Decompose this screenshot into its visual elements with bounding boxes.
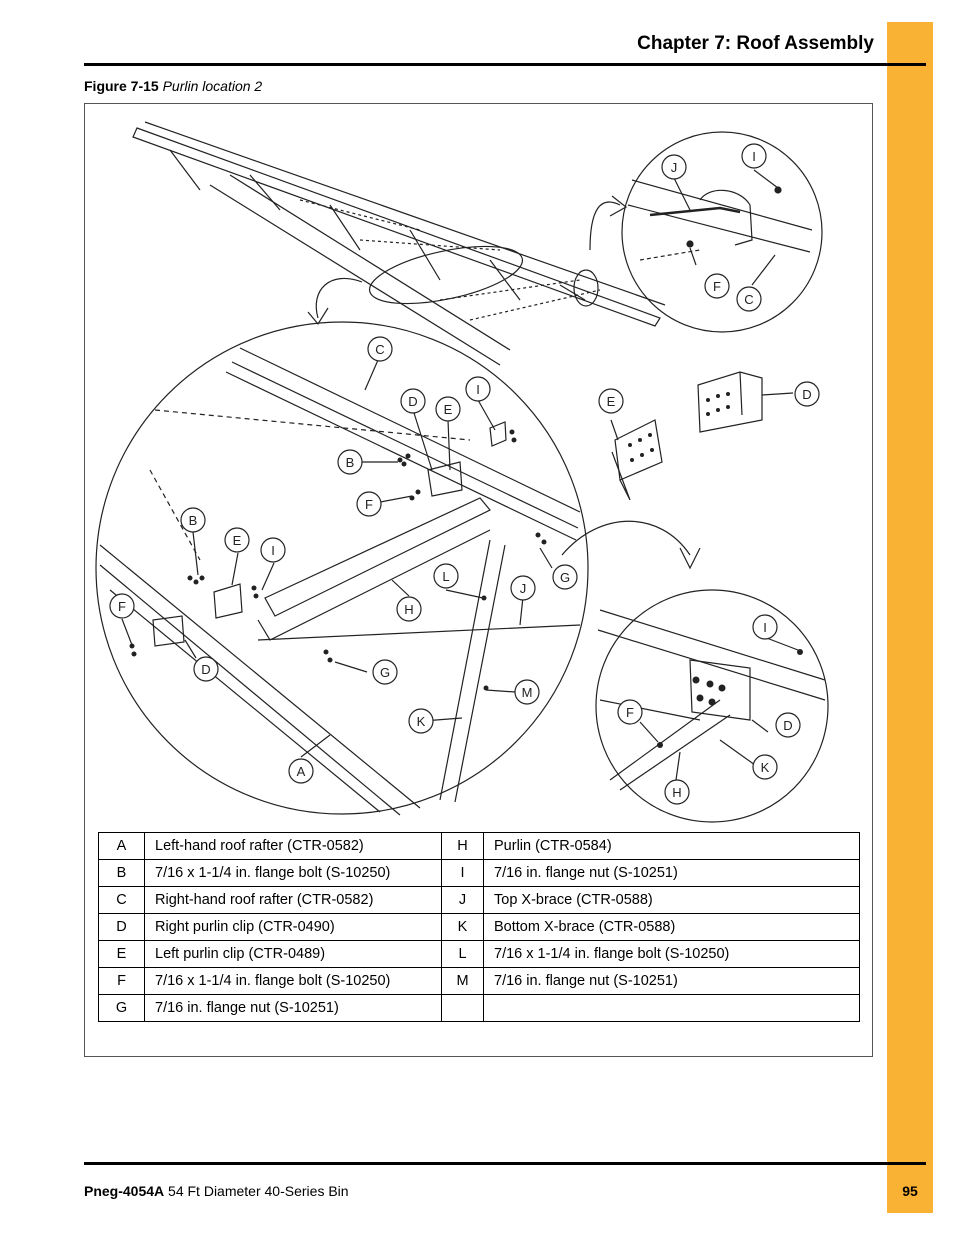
svg-text:J: J — [520, 581, 527, 596]
legend-key: B — [98, 859, 145, 887]
svg-text:L: L — [442, 569, 449, 584]
table-row: G 7/16 in. flange nut (S-10251) — [98, 994, 860, 1022]
legend-description: Left purlin clip (CTR-0489) — [144, 940, 442, 968]
svg-text:F: F — [713, 279, 721, 294]
table-row: A Left-hand roof rafter (CTR-0582) H Pur… — [98, 832, 860, 860]
legend-description: 7/16 x 1-1/4 in. flange bolt (S-10250) — [483, 940, 860, 968]
svg-text:K: K — [417, 714, 426, 729]
legend-description: Purlin (CTR-0584) — [483, 832, 860, 860]
svg-text:F: F — [626, 705, 634, 720]
legend-description: Bottom X-brace (CTR-0588) — [483, 913, 860, 941]
svg-text:J: J — [671, 160, 678, 175]
svg-text:I: I — [752, 149, 756, 164]
table-row: B 7/16 x 1-1/4 in. flange bolt (S-10250)… — [98, 859, 860, 887]
svg-text:C: C — [744, 292, 753, 307]
legend-key: A — [98, 832, 145, 860]
table-row: D Right purlin clip (CTR-0490) K Bottom … — [98, 913, 860, 941]
svg-text:A: A — [297, 764, 306, 779]
detail-circle-top — [621, 131, 823, 333]
legend-key: G — [98, 994, 145, 1022]
legend-description: Top X-brace (CTR-0588) — [483, 886, 860, 914]
svg-text:E: E — [607, 394, 616, 409]
svg-text:G: G — [380, 665, 390, 680]
legend-key: M — [441, 967, 484, 995]
legend-description: 7/16 in. flange nut (S-10251) — [144, 994, 442, 1022]
svg-text:E: E — [444, 402, 453, 417]
table-row: E Left purlin clip (CTR-0489) L 7/16 x 1… — [98, 940, 860, 968]
legend-key: E — [98, 940, 145, 968]
svg-text:I: I — [763, 620, 767, 635]
footer-rule — [84, 1162, 926, 1165]
svg-text:B: B — [346, 455, 355, 470]
legend-description: Right-hand roof rafter (CTR-0582) — [144, 886, 442, 914]
svg-text:M: M — [522, 685, 533, 700]
truss-overview — [132, 121, 666, 366]
legend-description: Right purlin clip (CTR-0490) — [144, 913, 442, 941]
figure-number: Figure 7-15 — [84, 78, 159, 94]
svg-text:D: D — [201, 662, 210, 677]
table-row: F 7/16 x 1-1/4 in. flange bolt (S-10250)… — [98, 967, 860, 995]
chapter-side-tab — [887, 22, 933, 1213]
page-number: 95 — [902, 1183, 918, 1199]
legend-key: F — [98, 967, 145, 995]
legend-description: 7/16 x 1-1/4 in. flange bolt (S-10250) — [144, 967, 442, 995]
legend-key: J — [441, 886, 484, 914]
svg-text:C: C — [375, 342, 384, 357]
purlin-assembly-illustration: J I F C C D E I B F B E I F D G H L J G M K A E D I F D K H — [95, 121, 829, 823]
svg-text:D: D — [802, 387, 811, 402]
figure-frame — [84, 103, 873, 1057]
parts-legend-table: A Left-hand roof rafter (CTR-0582) H Pur… — [98, 832, 860, 1022]
legend-key — [441, 994, 484, 1022]
figure-callout-letters: J I F C C D E I B F B E I F D G H L J G M K A E D I F D K H — [118, 149, 812, 800]
legend-key: K — [441, 913, 484, 941]
detail-circle-main — [95, 321, 589, 816]
legend-key: C — [98, 886, 145, 914]
legend-description: Left-hand roof rafter (CTR-0582) — [144, 832, 442, 860]
table-row: C Right-hand roof rafter (CTR-0582) J To… — [98, 886, 860, 914]
chapter-title: Chapter 7: Roof Assembly — [637, 33, 874, 54]
svg-text:E: E — [233, 533, 242, 548]
svg-text:F: F — [365, 497, 373, 512]
svg-text:G: G — [560, 570, 570, 585]
header-rule — [84, 63, 926, 66]
legend-description: 7/16 in. flange nut (S-10251) — [483, 859, 860, 887]
svg-text:H: H — [672, 785, 681, 800]
svg-text:F: F — [118, 599, 126, 614]
svg-text:K: K — [761, 760, 770, 775]
svg-text:H: H — [404, 602, 413, 617]
svg-text:I: I — [476, 382, 480, 397]
document-title: 54 Ft Diameter 40-Series Bin — [168, 1183, 349, 1199]
legend-description: 7/16 x 1-1/4 in. flange bolt (S-10250) — [144, 859, 442, 887]
footer-document: Pneg-4054A 54 Ft Diameter 40-Series Bin — [84, 1183, 349, 1199]
purlin-clip-parts — [561, 371, 794, 570]
legend-description: 7/16 in. flange nut (S-10251) — [483, 967, 860, 995]
figure-callouts — [109, 143, 820, 805]
svg-text:D: D — [783, 718, 792, 733]
legend-description — [483, 994, 860, 1022]
svg-text:D: D — [408, 394, 417, 409]
figure-caption: Figure 7-15 Purlin location 2 — [84, 78, 262, 94]
document-number: Pneg-4054A — [84, 1183, 165, 1199]
legend-key: L — [441, 940, 484, 968]
legend-key: H — [441, 832, 484, 860]
svg-text:I: I — [271, 543, 275, 558]
legend-key: D — [98, 913, 145, 941]
detail-circle-bottom — [595, 589, 829, 823]
legend-key: I — [441, 859, 484, 887]
figure-title: Purlin location 2 — [162, 78, 263, 94]
svg-text:B: B — [189, 513, 198, 528]
